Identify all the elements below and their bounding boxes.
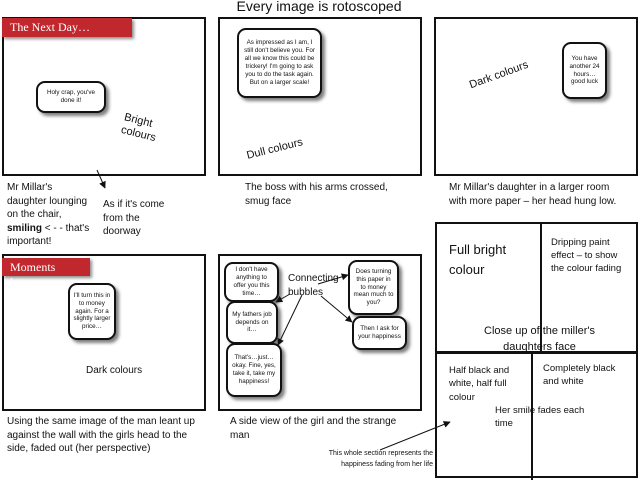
scene-tag-moments-later: Moments later…	[2, 258, 90, 289]
full-bright-note: Full bright colour	[449, 242, 507, 277]
divider-vertical-bottom	[531, 352, 533, 480]
caption-panel-4: Using the same image of the man leant up…	[7, 416, 195, 454]
half-black-note: Half black and white, half full colour	[449, 365, 510, 403]
colour-note: Bright colours	[119, 111, 158, 144]
section-note: This whole section represents the happin…	[328, 450, 433, 468]
divider-vertical-top	[540, 224, 542, 352]
closeup-note: Close up of the miller's daughters face	[484, 325, 595, 353]
caption-emphasis: smiling	[7, 222, 43, 234]
panel-4: I'll turn this in to money again. For a …	[2, 254, 206, 411]
speech-bubble: Does turning this paper in to money mean…	[348, 260, 399, 315]
panel-6: Full bright colour Dripping paint effect…	[435, 222, 638, 480]
caption-panel-2: The boss with his arms crossed, smug fac…	[245, 182, 388, 207]
page-title: Every image is rotoscoped	[236, 0, 402, 14]
speech-bubble: Holy crap, you've done it!	[36, 81, 106, 113]
speech-bubble: You have another 24 hours… good luck	[562, 42, 607, 99]
speech-bubble: I don't have anything to offer you this …	[224, 262, 279, 302]
colour-note: Dark colours	[86, 365, 143, 376]
caption-panel-5: A side view of the girl and the strange …	[230, 416, 397, 441]
colour-note: Dull colours	[245, 136, 305, 162]
smile-fades-note: Her smile fades each time	[495, 405, 585, 430]
scene-tag-next-day: The Next Day…	[2, 18, 132, 37]
colour-note: Dark colours	[467, 58, 530, 92]
speech-bubble: That's…just… okay. Fine, yes, take it, t…	[226, 343, 282, 397]
speech-bubble: As impressed as I am, I still don't beli…	[237, 28, 322, 98]
caption-panel-3: Mr Millar's daughter in a larger room wi…	[449, 182, 617, 207]
black-white-note: Completely black and white	[543, 363, 616, 388]
panel-5: I don't have anything to offer you this …	[218, 254, 422, 411]
caption-panel-1: Mr Millar's daughter lounging on the cha…	[7, 181, 92, 249]
panel-1: Holy crap, you've done it! Bright colour…	[2, 17, 206, 176]
speech-bubble: My fathers job depends on it…	[226, 301, 278, 344]
panel-2: As impressed as I am, I still don't beli…	[218, 17, 422, 176]
caption-side-note: As if it's come from the doorway	[103, 199, 165, 237]
speech-bubble: I'll turn this in to money again. For a …	[68, 283, 116, 340]
connecting-bubbles-note: Connecting bubbles	[288, 273, 339, 298]
caption-text: < - - that's important!	[7, 222, 90, 248]
divider-horizontal	[437, 351, 638, 354]
speech-bubble: Then I ask for your happiness	[352, 316, 407, 350]
panel-3: You have another 24 hours… good luck Dar…	[434, 17, 638, 176]
caption-text: Mr Millar's daughter lounging on the cha…	[7, 182, 88, 220]
dripping-note: Dripping paint effect – to show the colo…	[551, 237, 622, 274]
